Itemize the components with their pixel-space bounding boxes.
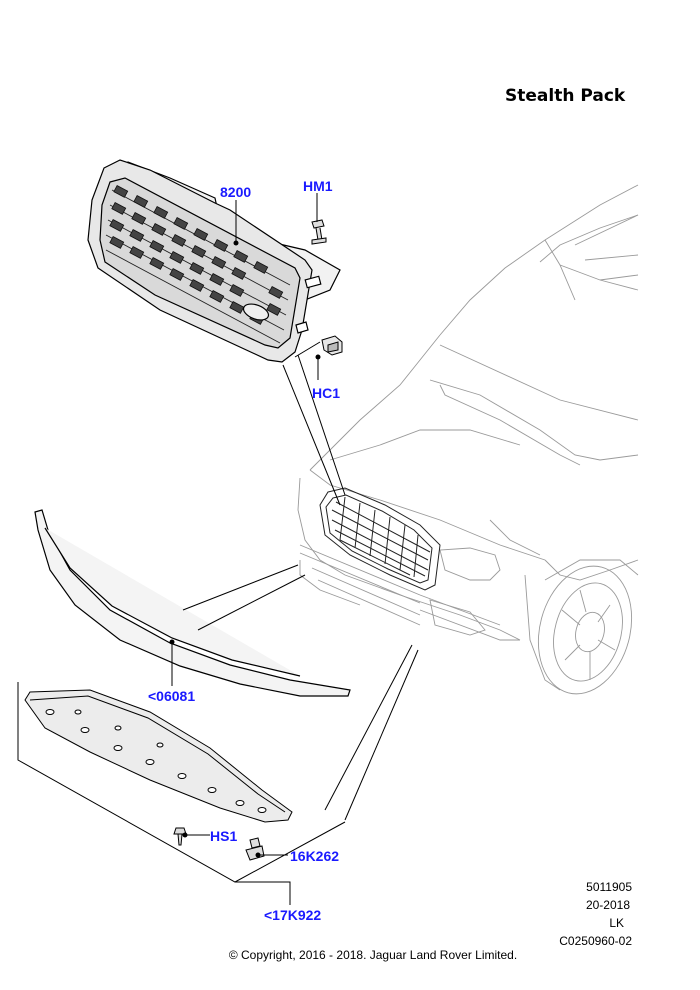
hc1-clip [321,335,343,356]
callout-16k262[interactable]: 16K262 [290,848,340,864]
finisher-strip-part [34,509,351,697]
grille-part [87,159,341,363]
reference-number: 5011905 [586,880,632,894]
reference-date: 20-2018 [585,898,630,912]
page-title: Stealth Pack [505,86,626,106]
copyright-notice: © Copyright, 2016 - 2018. Jaguar Land Ro… [228,948,518,962]
callout-hm1[interactable]: HM1 [303,178,333,194]
reference-illustration-id: C0250960-02 [559,934,632,948]
callout-hc1[interactable]: HC1 [312,385,341,401]
vehicle-grille [319,487,441,591]
reference-code: LK [609,916,624,930]
callout-hs1[interactable]: HS1 [210,828,238,844]
vehicle-outline [297,184,639,695]
splash-shield-part [24,689,293,823]
leader-lines [171,193,419,905]
callout-17k922[interactable]: <17K922 [264,907,322,923]
splash-shield-box [17,682,346,883]
callout-finisher-strip[interactable]: <06081 [148,688,196,704]
hs1-screw [173,827,187,846]
leader-dots [169,240,321,858]
clip-16k262 [245,837,265,861]
callout-grille[interactable]: 8200 [220,184,252,200]
hm1-fastener [311,219,327,245]
